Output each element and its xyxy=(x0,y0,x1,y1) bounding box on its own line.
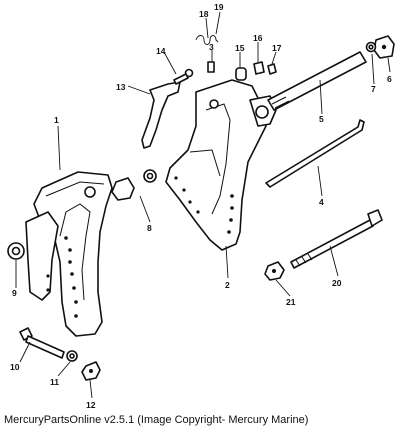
image-caption: MercuryPartsOnline v2.5.1 (Image Copyrig… xyxy=(4,414,309,426)
callout-3: 3 xyxy=(209,42,214,52)
bushing xyxy=(235,67,247,81)
nut-21 xyxy=(264,261,285,281)
callout-20: 20 xyxy=(332,278,342,288)
tilt-pin xyxy=(265,119,365,188)
callout-labels: 1 2 3 4 5 6 7 8 9 10 11 12 13 14 15 16 1… xyxy=(10,2,392,410)
washer-11 xyxy=(66,350,78,362)
small-screw xyxy=(207,61,215,73)
cotter-pin-16 xyxy=(253,61,265,75)
exploded-parts-diagram: 1 2 3 4 5 6 7 8 9 10 11 12 13 14 15 16 1… xyxy=(7,2,395,410)
callout-19: 19 xyxy=(214,2,224,12)
bolt-10 xyxy=(19,327,65,359)
callout-10: 10 xyxy=(10,362,20,372)
callout-14: 14 xyxy=(156,46,166,56)
callout-16: 16 xyxy=(253,33,263,43)
callout-2: 2 xyxy=(225,280,230,290)
washer-8 xyxy=(111,169,157,201)
callout-8: 8 xyxy=(147,223,152,233)
tilt-tube-washer xyxy=(365,41,377,53)
lever-screw xyxy=(173,68,194,85)
callout-17: 17 xyxy=(272,43,282,53)
callout-5: 5 xyxy=(319,114,324,124)
callout-15: 15 xyxy=(235,43,245,53)
callout-6: 6 xyxy=(387,74,392,84)
clip-17 xyxy=(267,63,277,75)
callout-18: 18 xyxy=(199,9,209,19)
callout-7: 7 xyxy=(371,84,376,94)
bolt-long xyxy=(290,209,383,269)
clamp-bracket-left xyxy=(25,171,113,337)
callout-9: 9 xyxy=(12,288,17,298)
callout-13: 13 xyxy=(116,82,126,92)
callout-4: 4 xyxy=(319,197,324,207)
clamp-bracket-right xyxy=(165,79,277,251)
tilt-tube xyxy=(267,51,367,111)
leader-lines xyxy=(15,11,391,399)
callout-11: 11 xyxy=(50,377,59,387)
tilt-tube-nut xyxy=(373,35,395,59)
spring xyxy=(195,35,219,45)
tilt-lever xyxy=(141,81,181,149)
callout-21: 21 xyxy=(286,297,296,307)
nut-9 xyxy=(7,242,25,260)
callout-1: 1 xyxy=(54,115,59,125)
nut-12 xyxy=(81,361,101,381)
callout-12: 12 xyxy=(86,400,96,410)
